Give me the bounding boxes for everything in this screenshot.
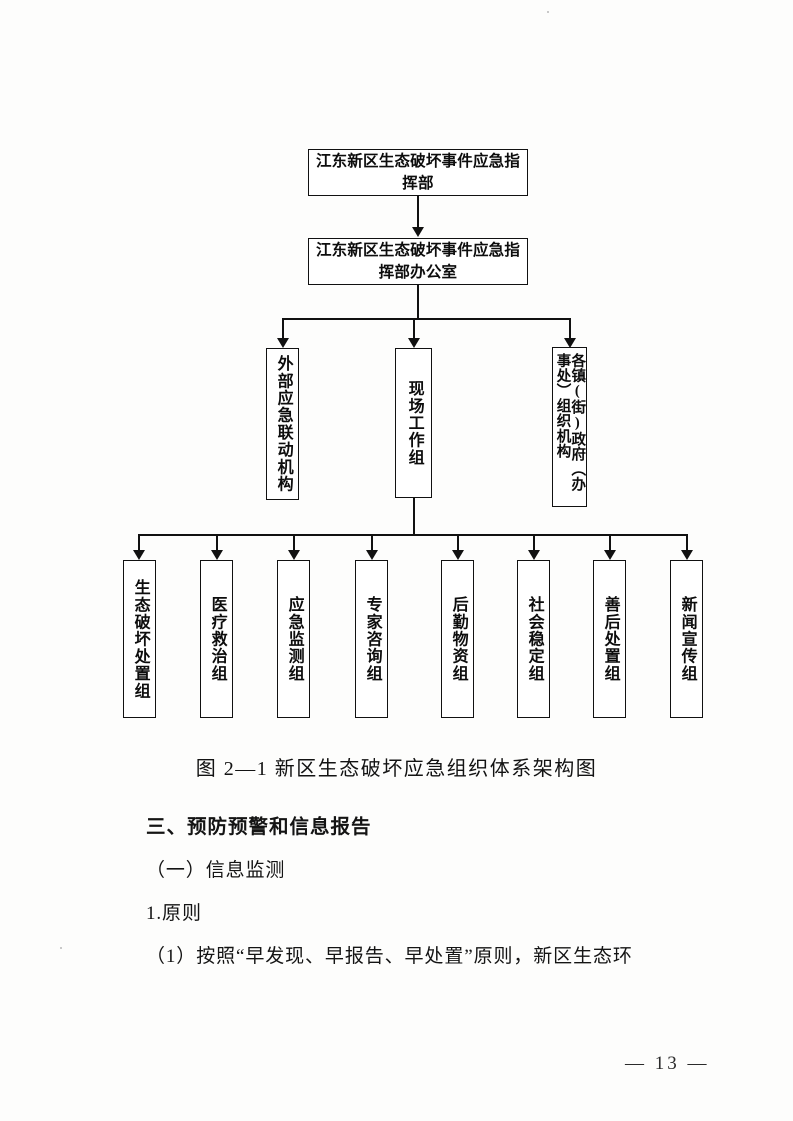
arrow-to-group-8 [681,550,693,560]
node-ecological-damage-disposal-group: 生态破坏处置组 [123,560,156,718]
node-medical-treatment-group: 医疗救治组 [200,560,233,718]
paragraph-principle-detail: （1）按照“早发现、早报告、早处置”原则，新区生态环 [146,946,633,967]
arrow-to-external-agencies [277,338,289,348]
node-town-street-government-organizations: 各镇(街)政府（办事处）组织机构 [552,347,587,507]
connector-onsite-to-bus [413,498,415,534]
drop-to-onsite-group [413,318,415,340]
connector-office-to-bus [417,285,419,319]
list-item-principle: 1.原则 [146,903,202,924]
drop-to-group-7 [609,534,611,552]
figure-caption: 图 2—1 新区生态破坏应急组织体系架构图 [195,758,598,780]
connector-hq-to-office [417,196,419,228]
bus-level3 [282,318,571,320]
arrow-to-group-5 [452,550,464,560]
node-external-emergency-agencies: 外部应急联动机构 [266,348,299,500]
node-command-headquarters: 江东新区生态破坏事件应急指挥部 [308,149,528,196]
drop-to-group-5 [457,534,459,552]
drop-to-group-1 [138,534,140,552]
drop-to-external-agencies [282,318,284,340]
drop-to-group-2 [216,534,218,552]
node-news-publicity-group: 新闻宣传组 [670,560,703,718]
bus-level4 [138,534,686,536]
node-onsite-work-group: 现场工作组 [395,348,432,498]
node-command-headquarters-office: 江东新区生态破坏事件应急指挥部办公室 [308,238,528,285]
node-logistics-supplies-group: 后勤物资组 [441,560,474,718]
scan-speck [547,11,549,13]
node-emergency-monitoring-group: 应急监测组 [277,560,310,718]
node-aftermath-disposal-group: 善后处置组 [593,560,626,718]
drop-to-group-8 [686,534,688,552]
drop-to-group-4 [371,534,373,552]
scan-speck [60,947,62,949]
arrow-to-group-4 [366,550,378,560]
arrow-to-group-3 [288,550,300,560]
drop-to-group-3 [293,534,295,552]
arrow-to-group-6 [528,550,540,560]
arrow-to-group-1 [133,550,145,560]
page-number: — 13 — [625,1053,710,1074]
arrow-to-onsite-group [408,338,420,348]
section-heading-3: 三、预防预警和信息报告 [146,816,372,838]
drop-to-town-organizations [569,318,571,340]
node-social-stability-group: 社会稳定组 [517,560,550,718]
drop-to-group-6 [533,534,535,552]
node-expert-consultation-group: 专家咨询组 [355,560,388,718]
arrow-to-group-2 [211,550,223,560]
arrow-to-town-organizations [564,338,576,348]
arrow-hq-to-office [412,227,424,237]
subsection-heading-1: （一）信息监测 [146,860,286,881]
arrow-to-group-7 [604,550,616,560]
